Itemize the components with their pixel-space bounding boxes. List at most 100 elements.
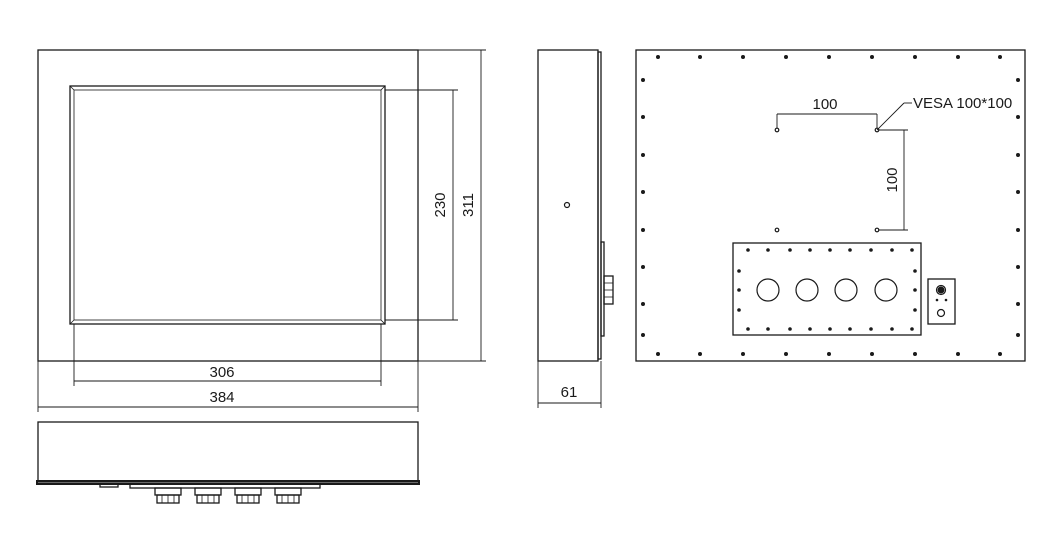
bottom-tab (99, 483, 119, 488)
dimension-vesa-horizontal: 100 (776, 96, 878, 128)
screw (741, 352, 745, 356)
dim-label-vesa-100-h: 100 (812, 96, 837, 113)
screw (828, 327, 832, 331)
indicator-dot (944, 298, 948, 302)
screw (1016, 265, 1020, 269)
screw (746, 248, 750, 252)
connector-panel-outline (732, 242, 922, 336)
screw (1016, 190, 1020, 194)
screw (808, 327, 812, 331)
screw (1016, 153, 1020, 157)
screw (1016, 228, 1020, 232)
dimension-vesa-vertical: 100 (879, 129, 908, 231)
dimension-display-height: 230 (385, 89, 458, 321)
screw (784, 352, 788, 356)
screw (848, 248, 852, 252)
connector-port (874, 278, 898, 302)
screw (848, 327, 852, 331)
screw (869, 248, 873, 252)
screw (737, 308, 741, 312)
screw (766, 327, 770, 331)
bottom-connector-rail (129, 483, 321, 489)
screw (641, 333, 645, 337)
cable-gland-3 (234, 487, 262, 504)
screw (913, 308, 917, 312)
vesa-hole (774, 227, 780, 233)
display-outer-frame (69, 85, 386, 325)
display-panel (73, 89, 382, 321)
screw (656, 55, 660, 59)
dim-label-306: 306 (209, 364, 234, 381)
connector-panel (732, 242, 922, 336)
screw (656, 352, 660, 356)
side-view: 61 (537, 49, 614, 408)
screw (808, 248, 812, 252)
screw (641, 265, 645, 269)
side-rear-plate (597, 51, 602, 360)
screw (741, 55, 745, 59)
bottom-view (36, 421, 420, 504)
screw (1016, 333, 1020, 337)
indicator-box (927, 278, 956, 325)
screw (766, 248, 770, 252)
frame-corner (69, 85, 75, 91)
power-indicator (937, 286, 945, 294)
screw (956, 352, 960, 356)
screw (1016, 78, 1020, 82)
screw (737, 269, 741, 273)
indicator-dot (935, 298, 939, 302)
perimeter-screws (641, 55, 1020, 356)
screw (998, 55, 1002, 59)
dimension-overall-width: 384 (37, 361, 419, 412)
dim-label-vesa-100-v: 100 (884, 167, 901, 192)
screw (788, 248, 792, 252)
connector-port (834, 278, 858, 302)
dim-label-311: 311 (460, 193, 477, 217)
reset-button-hole (936, 308, 946, 318)
cable-gland-1 (154, 487, 182, 504)
screw (641, 302, 645, 306)
frame-corner (380, 319, 386, 325)
dimension-overall-height: 311 (418, 49, 486, 362)
vesa-callout: VESA 100*100 (876, 95, 1012, 131)
screw (870, 55, 874, 59)
connector-port (756, 278, 780, 302)
screw (910, 327, 914, 331)
bottom-housing (37, 421, 419, 483)
screw (1016, 302, 1020, 306)
screw (869, 327, 873, 331)
screw (641, 190, 645, 194)
screw (641, 228, 645, 232)
vesa-hole (874, 227, 880, 233)
side-screw-hole (563, 201, 571, 209)
screw (956, 55, 960, 59)
screw (828, 248, 832, 252)
dim-label-230: 230 (432, 192, 449, 217)
front-bezel-outline (37, 49, 419, 362)
dimension-display-width: 306 (73, 324, 382, 386)
screw (641, 115, 645, 119)
screw (698, 352, 702, 356)
connector-port (795, 278, 819, 302)
screw (998, 352, 1002, 356)
cable-gland-2 (194, 487, 222, 504)
frame-corner (69, 319, 75, 325)
screw (784, 55, 788, 59)
frame-corner (380, 85, 386, 91)
screw (827, 352, 831, 356)
screw (737, 288, 741, 292)
indicator-box-outline (927, 278, 956, 325)
screw (641, 153, 645, 157)
screw (827, 55, 831, 59)
dim-label-61: 61 (561, 384, 578, 401)
screw (890, 248, 894, 252)
vesa-hole (774, 127, 780, 133)
screw (788, 327, 792, 331)
rear-view: 100 100 VESA 100*100 (635, 49, 1026, 362)
screw (913, 288, 917, 292)
screw (1016, 115, 1020, 119)
screw (910, 248, 914, 252)
dimension-depth: 61 (537, 361, 602, 408)
screw (913, 269, 917, 273)
cable-gland-4 (274, 487, 302, 504)
